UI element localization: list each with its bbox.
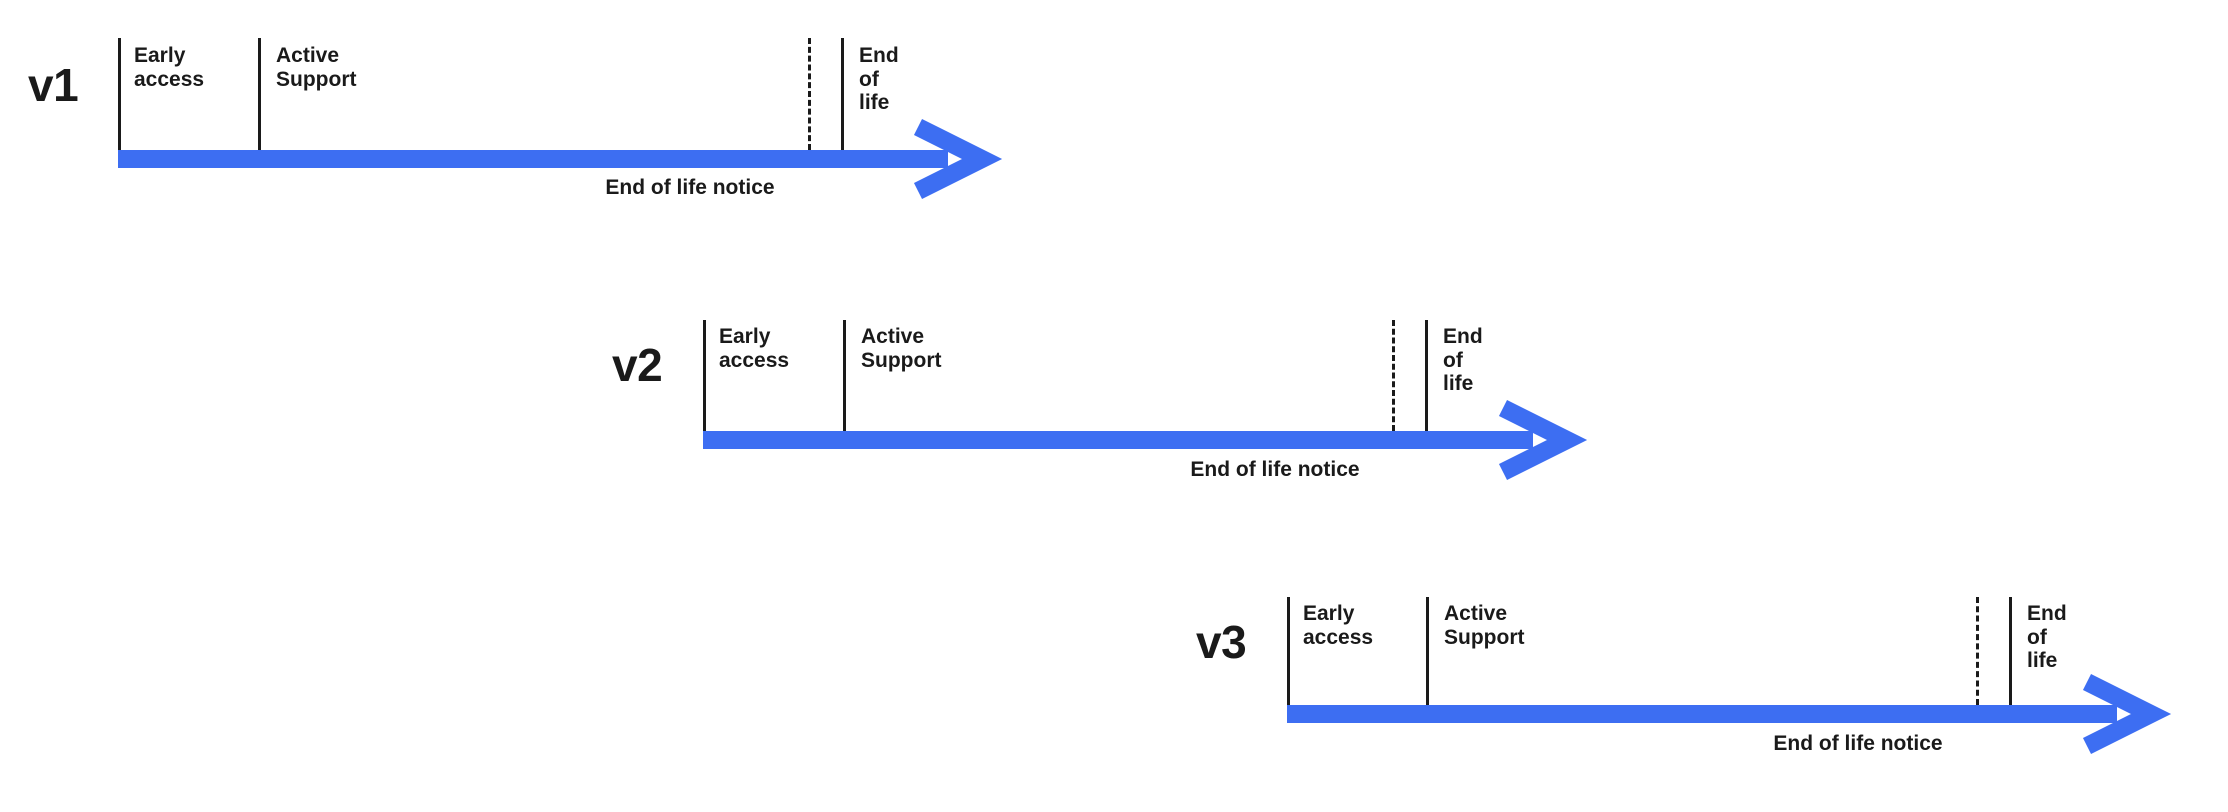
end-of-life-notice-label-v1: End of life notice [605, 176, 775, 199]
phase-divider-early-access-start-v2 [703, 320, 706, 431]
end-of-life-notice-label-v2: End of life notice [1190, 458, 1360, 481]
phase-label-active-support-v1: Active Support [276, 44, 357, 91]
arrow-head [2082, 673, 2172, 755]
phase-divider-end-of-life-notice-start-v1 [808, 38, 811, 150]
phase-divider-end-of-life-start-v3 [2009, 597, 2012, 705]
phase-label-end-of-life-v2: End of life [1443, 325, 1483, 396]
phase-divider-early-access-start-v1 [118, 38, 121, 150]
arrow-head [913, 118, 1003, 200]
phase-label-active-support-v2: Active Support [861, 325, 942, 372]
phase-label-early-access-v3: Early access [1303, 602, 1374, 649]
end-of-life-notice-label-v3: End of life notice [1773, 732, 1943, 755]
timeline-arrow-v2 [703, 399, 1588, 481]
timeline-arrow-v3 [1287, 673, 2172, 755]
phase-divider-end-of-life-notice-start-v2 [1392, 320, 1395, 431]
timeline-arrow-v1 [118, 118, 1003, 200]
phase-label-early-access-v2: Early access [719, 325, 790, 372]
phase-divider-end-of-life-notice-start-v3 [1976, 597, 1979, 705]
phase-label-early-access-v1: Early access [134, 44, 205, 91]
phase-label-end-of-life-v3: End of life [2027, 602, 2067, 673]
version-label-v3: v3 [1196, 616, 1247, 668]
phase-divider-active-support-start-v1 [258, 38, 261, 150]
arrow-shaft [1287, 705, 2117, 723]
arrow-shaft [703, 431, 1533, 449]
arrow-head [1498, 399, 1588, 481]
phase-divider-early-access-start-v3 [1287, 597, 1290, 705]
phase-divider-active-support-start-v2 [843, 320, 846, 431]
version-label-v2: v2 [612, 339, 663, 391]
phase-divider-end-of-life-start-v1 [841, 38, 844, 150]
phase-divider-end-of-life-start-v2 [1425, 320, 1428, 431]
phase-label-end-of-life-v1: End of life [859, 44, 899, 115]
version-label-v1: v1 [28, 59, 79, 111]
arrow-shaft [118, 150, 948, 168]
phase-divider-active-support-start-v3 [1426, 597, 1429, 705]
phase-label-active-support-v3: Active Support [1444, 602, 1525, 649]
